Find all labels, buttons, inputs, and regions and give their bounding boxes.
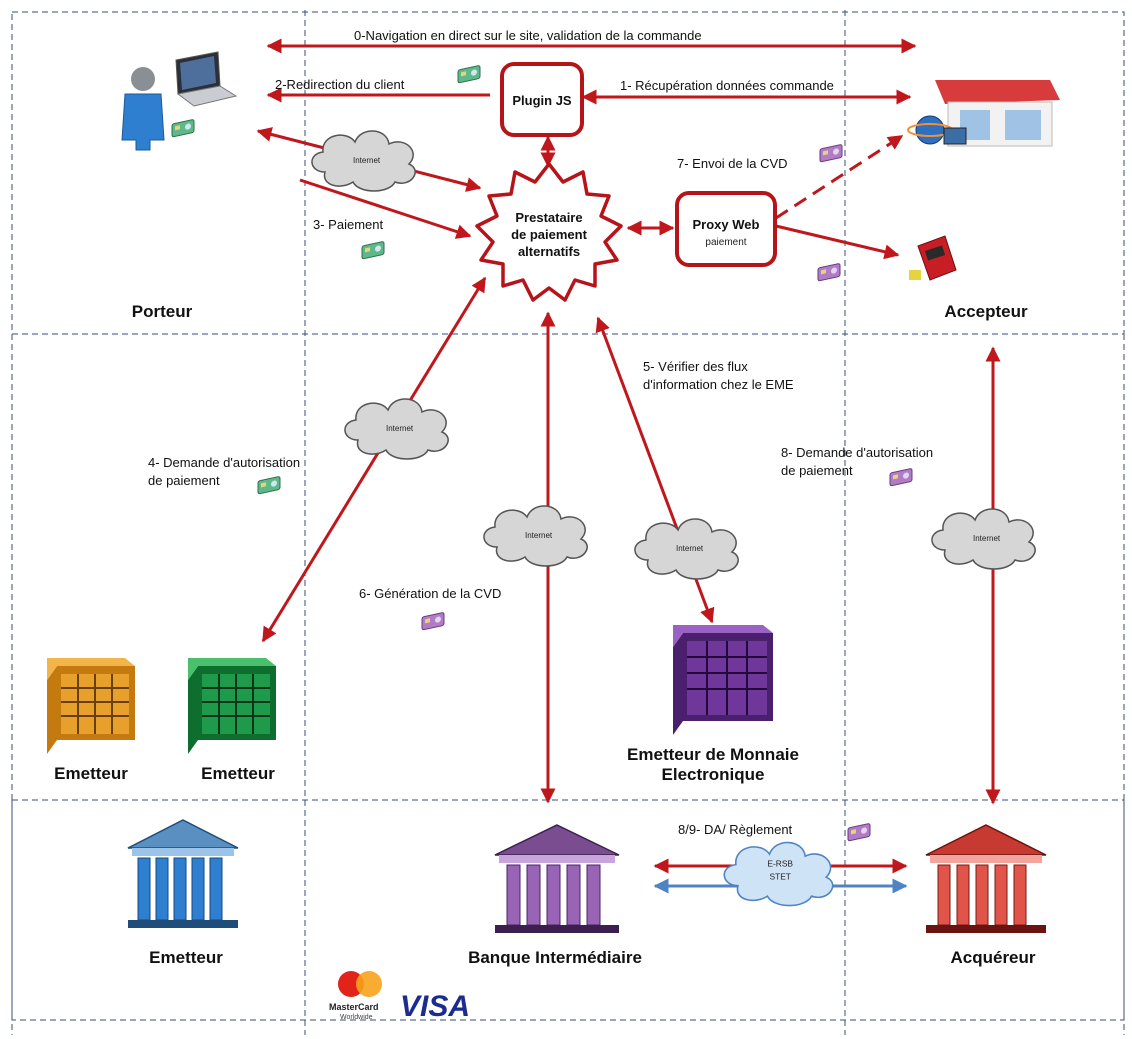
svg-text:Proxy Web: Proxy Web: [693, 217, 760, 232]
flow-label-8a: 8- Demande d'autorisation: [781, 445, 933, 460]
actor-accepteur: Accepteur: [944, 302, 1028, 321]
plugin-js-box: Plugin JS: [500, 62, 584, 137]
actor-banque: Banque Intermédiaire: [468, 948, 642, 967]
laptop-icon: [175, 51, 238, 107]
person-icon: [121, 67, 165, 151]
flow-label-89: 8/9- DA/ Règlement: [678, 822, 793, 837]
bank-icon: [127, 819, 239, 928]
actor-labels: Porteur Accepteur Emetteur Emetteur Emet…: [54, 302, 1036, 967]
cloud-icon: Internet: [344, 398, 449, 460]
flow-label-3: 3- Paiement: [313, 217, 383, 232]
svg-text:Plugin JS: Plugin JS: [512, 93, 572, 108]
psp-label-line3: alternatifs: [518, 244, 580, 259]
psp-label-line2: de paiement: [511, 227, 588, 242]
flow-label-7: 7- Envoi de la CVD: [677, 156, 788, 171]
flow-label-1: 1- Récupération données commande: [620, 78, 834, 93]
actor-emetteur-green: Emetteur: [201, 764, 275, 783]
svg-text:Internet: Internet: [973, 534, 1001, 543]
svg-text:MasterCard: MasterCard: [329, 1002, 379, 1012]
actor-eme-line2: Electronique: [662, 765, 765, 784]
svg-text:Internet: Internet: [676, 544, 704, 553]
ersb-cloud-icon: E-RSB STET: [723, 841, 834, 907]
mastercard-logo: MasterCard Worldwide: [329, 971, 382, 1021]
bank-icon: [925, 824, 1047, 933]
psp-label-line1: Prestataire: [515, 210, 582, 225]
flow-labels: 0-Navigation en direct sur le site, vali…: [148, 28, 933, 837]
arrow-4-demande: [261, 276, 487, 643]
flow-arrows: [256, 38, 1001, 874]
office-building-icon: [188, 658, 276, 754]
flow-label-4b: de paiement: [148, 473, 220, 488]
visa-logo: VISA: [400, 990, 470, 1023]
svg-text:E-RSB: E-RSB: [767, 859, 793, 869]
arrow-7-envoi-cvd: [775, 134, 904, 220]
office-building-icon: [47, 658, 135, 754]
flow-label-2: 2-Redirection du client: [275, 77, 405, 92]
cloud-icon: Internet: [931, 508, 1036, 570]
payment-terminal-icon: [909, 235, 957, 281]
svg-text:Worldwide: Worldwide: [340, 1014, 373, 1021]
actor-eme-line1: Emetteur de Monnaie: [627, 745, 799, 764]
shop-icon: [907, 80, 1060, 147]
cloud-icon: Internet: [483, 505, 588, 567]
arrow-proxy-terminal: [775, 224, 900, 260]
svg-text:Internet: Internet: [386, 424, 414, 433]
flow-label-6: 6- Génération de la CVD: [359, 586, 501, 601]
gear-icon: Prestataire de paiement alternatifs: [475, 162, 623, 302]
actor-acquereur: Acquéreur: [950, 948, 1035, 967]
svg-text:Internet: Internet: [353, 156, 381, 165]
actor-emetteur-orange: Emetteur: [54, 764, 128, 783]
flow-label-4a: 4- Demande d'autorisation: [148, 455, 300, 470]
flow-label-8b: de paiement: [781, 463, 853, 478]
cloud-icon: Internet: [311, 130, 416, 192]
bank-icon: [494, 824, 620, 933]
actor-porteur: Porteur: [132, 302, 193, 321]
actor-emetteur-bank: Emetteur: [149, 948, 223, 967]
svg-text:paiement: paiement: [705, 237, 746, 248]
flow-label-5a: 5- Vérifier des flux: [643, 359, 748, 374]
flow-label-5b: d'information chez le EME: [643, 377, 794, 392]
proxy-web-box: Proxy Web paiement: [675, 191, 777, 267]
flow-label-0: 0-Navigation en direct sur le site, vali…: [354, 28, 702, 43]
svg-text:STET: STET: [770, 871, 791, 881]
svg-text:Internet: Internet: [525, 531, 553, 540]
cloud-icon: Internet: [634, 518, 739, 580]
office-building-icon: [673, 625, 773, 735]
arrow-paiement: [299, 178, 472, 239]
